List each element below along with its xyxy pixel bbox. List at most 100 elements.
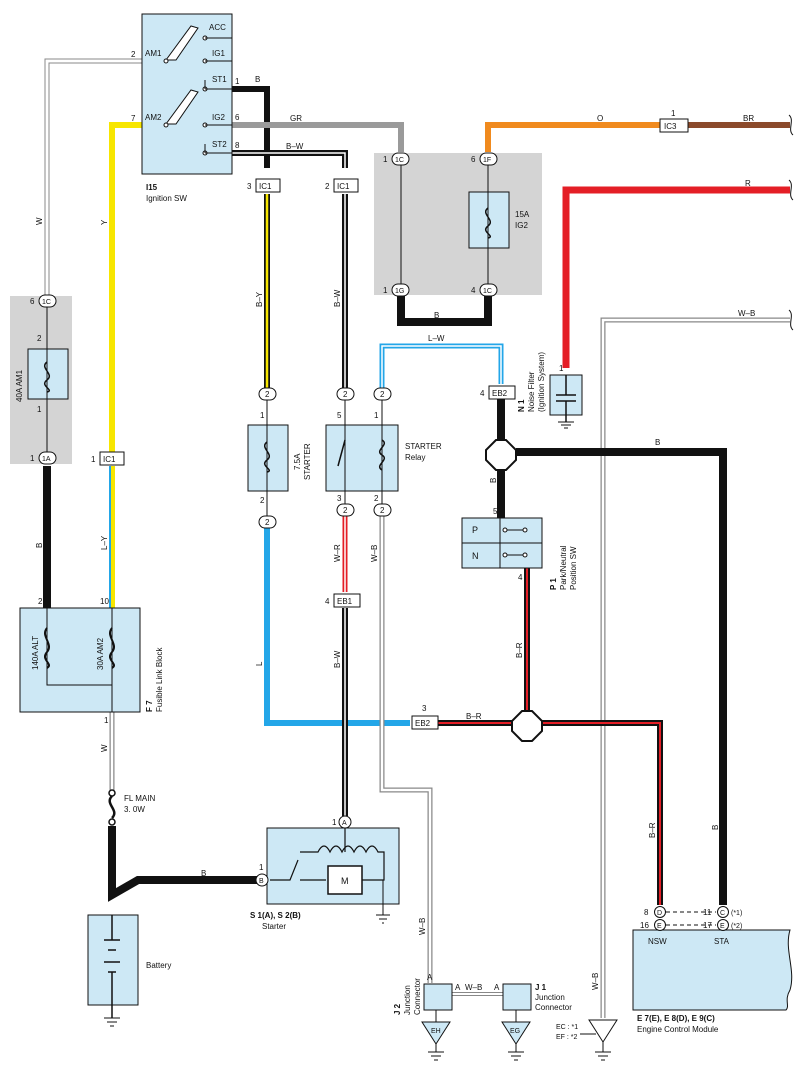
- label-wb-ecm: W–B: [738, 309, 755, 318]
- svg-text:1C: 1C: [483, 288, 492, 295]
- svg-text:Noise Filter: Noise Filter: [527, 371, 536, 412]
- svg-text:EB2: EB2: [415, 719, 431, 728]
- svg-text:Connector: Connector: [413, 978, 422, 1015]
- wire-wb-relay: [379, 516, 433, 983]
- connector-eb2-top: EB2 4: [480, 385, 516, 400]
- label-bw-relay: B–W: [333, 289, 342, 307]
- svg-text:10: 10: [100, 597, 109, 606]
- svg-text:2: 2: [37, 334, 42, 343]
- connector-1c-bottom: 1C 4: [471, 283, 498, 297]
- wire-gr-ig2: [232, 122, 404, 152]
- ig-pin-ig2: 6: [235, 113, 240, 122]
- label-br-h: B–R: [466, 712, 482, 721]
- svg-text:Junction: Junction: [535, 993, 565, 1002]
- svg-text:EG: EG: [510, 1028, 520, 1035]
- noise-filter: 1 N 1 Noise Filter (Ignition System): [517, 352, 583, 429]
- svg-text:2: 2: [343, 390, 348, 399]
- label-wb-relay: W–B: [370, 545, 379, 562]
- label-wb-j2: W–B: [418, 918, 427, 935]
- wire-lw: [379, 343, 504, 388]
- label-b-sta: B: [711, 825, 720, 830]
- svg-text:3. 0W: 3. 0W: [124, 805, 145, 814]
- wire-breaks: [788, 114, 794, 331]
- svg-text:2: 2: [374, 494, 379, 503]
- label-b-1a: B: [35, 543, 44, 548]
- connector-1c-am1: 1C 6: [30, 294, 57, 308]
- wire-r: [562, 186, 790, 368]
- svg-text:3: 3: [337, 494, 342, 503]
- svg-text:15A: 15A: [515, 210, 530, 219]
- svg-text:2: 2: [38, 597, 43, 606]
- svg-text:1: 1: [383, 286, 388, 295]
- svg-text:7.5A: 7.5A: [293, 453, 302, 470]
- svg-text:A: A: [455, 983, 461, 992]
- label-ly: L–Y: [100, 535, 109, 550]
- svg-text:1A: 1A: [42, 456, 51, 463]
- label-l: L: [255, 661, 264, 666]
- svg-text:(*1): (*1): [731, 910, 742, 917]
- svg-text:A: A: [427, 973, 433, 982]
- label-br: BR: [743, 114, 754, 123]
- svg-text:Position SW: Position SW: [569, 546, 578, 590]
- junction-connector-j2: A A J 2 Junction Connector: [393, 973, 461, 1022]
- svg-text:2: 2: [380, 390, 385, 399]
- svg-text:Battery: Battery: [146, 961, 171, 970]
- connector-2-relay-left: 2: [336, 387, 355, 401]
- wire-wb-ecm: [600, 317, 790, 1018]
- svg-text:8: 8: [644, 908, 649, 917]
- svg-text:1: 1: [374, 411, 379, 420]
- ig-term-st2: ST2: [212, 140, 227, 149]
- wire-bw-st2: [232, 150, 348, 168]
- svg-text:E: E: [720, 923, 725, 930]
- ground-eh: EH: [421, 1021, 451, 1061]
- wire-b-battery: [108, 826, 258, 902]
- svg-text:1: 1: [104, 716, 109, 725]
- wire-b-sta: [516, 448, 727, 905]
- junction-connector-j1: A J 1 Junction Connector: [494, 983, 572, 1022]
- svg-text:E: E: [657, 923, 662, 930]
- svg-text:1: 1: [37, 405, 42, 414]
- svg-text:4: 4: [325, 597, 330, 606]
- svg-text:N 1: N 1: [517, 399, 526, 412]
- label-wb-junction: W–B: [465, 983, 482, 992]
- label-bw-starter: B–W: [333, 650, 342, 668]
- svg-text:Fusible Link Block: Fusible Link Block: [155, 647, 164, 712]
- ig-pin-st1: 1: [235, 77, 240, 86]
- label-lw: L–W: [428, 334, 445, 343]
- label-b-st1: B: [255, 75, 260, 84]
- connector-1f: 1F 6: [471, 152, 498, 166]
- ig-term-st1: ST1: [212, 75, 227, 84]
- ground-eg: EG: [501, 1021, 531, 1061]
- label-br-nsw: B–R: [648, 822, 657, 838]
- svg-text:11: 11: [703, 908, 712, 917]
- svg-text:J 1: J 1: [535, 983, 547, 992]
- svg-text:1: 1: [91, 455, 96, 464]
- svg-text:EF : *2: EF : *2: [556, 1034, 578, 1041]
- svg-text:1: 1: [671, 109, 676, 118]
- svg-text:F 7: F 7: [145, 700, 154, 712]
- connector-2-starter-fuse-bottom: 2: [258, 515, 277, 529]
- connector-ic3: IC3 1: [659, 109, 689, 133]
- svg-text:Junction: Junction: [403, 985, 412, 1015]
- svg-text:IC3: IC3: [664, 122, 677, 131]
- svg-text:4: 4: [480, 389, 485, 398]
- battery: Battery: [87, 914, 171, 1027]
- svg-text:IG2: IG2: [515, 221, 528, 230]
- ig-term-acc: ACC: [209, 23, 226, 32]
- svg-text:EH: EH: [431, 1028, 441, 1035]
- engine-control-module: NSW STA E 7(E), E 8(D), E 9(C) Engine Co…: [632, 929, 793, 1034]
- svg-text:4: 4: [471, 286, 476, 295]
- ignition-switch-contacts: [165, 25, 199, 125]
- svg-text:S 1(A), S 2(B): S 1(A), S 2(B): [250, 911, 301, 920]
- fuse-ig2: 15A IG2: [468, 165, 530, 284]
- svg-text:6: 6: [471, 155, 476, 164]
- svg-text:40A AM1: 40A AM1: [15, 369, 24, 402]
- svg-text:P: P: [472, 525, 478, 535]
- wire-b-st1: [232, 86, 270, 168]
- svg-text:M: M: [341, 876, 349, 886]
- splice-b: [485, 439, 517, 471]
- ground-ecm: EC : *1 EF : *2: [556, 1019, 618, 1061]
- svg-text:EB2: EB2: [492, 389, 508, 398]
- ig-term-am1: AM1: [145, 49, 162, 58]
